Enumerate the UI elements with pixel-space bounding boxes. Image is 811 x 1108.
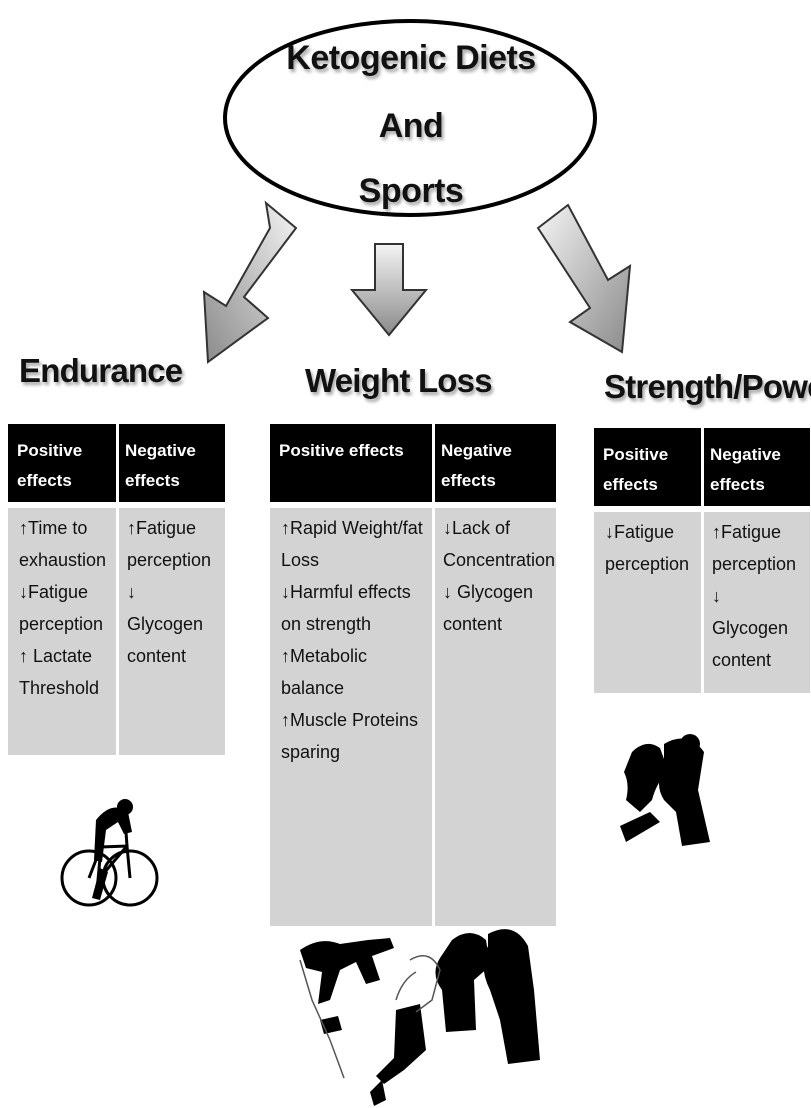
endurance-col-divider [116,424,119,755]
title-line-3: Sports [358,172,464,210]
effect-item: ↑Muscle Proteins sparing [281,704,423,768]
effect-item: ↑ Lactate Threshold [19,640,107,704]
effect-text: Time to exhaustion [19,518,107,570]
endurance-positive-cell: ↑Time to exhaustion↓Fatigue perception↑ … [8,502,116,755]
title-ellipse [223,19,597,217]
weight-loss-col-divider [432,424,435,926]
effect-text: Glycogen content [712,618,789,670]
effect-item: ↑Metabolic balance [281,640,423,704]
effect-text: Fatigue perception [605,522,690,574]
effect-item: ↑Rapid Weight/fat Loss [281,512,423,576]
effect-text: Harmful effects on strength [281,582,411,634]
down-arrow-icon: ↓ [605,522,614,542]
endurance-table: Positive effects Negative effects ↑Time … [8,424,225,755]
weight-loss-negative-cell: ↓Lack of Concentration↓ Glycogen content [432,502,556,926]
effect-item: ↓Lack of Concentration [443,512,555,576]
arrow-to-strength-power [536,203,632,354]
weight-loss-heading: Weight Loss [305,362,493,399]
down-arrow-icon: ↓ [281,582,290,602]
effect-text: Muscle Proteins sparing [281,710,419,762]
effect-text: Lack of Concentration [443,518,556,570]
down-arrow-icon: ↓ [443,518,452,538]
strength-power-positive-cell: ↓Fatigue perception [594,506,701,693]
effect-text: Rapid Weight/fat Loss [281,518,423,570]
effect-item: ↑Fatigue perception [127,512,216,576]
weight-loss-negative-header: Negative effects [432,424,556,502]
cyclist-icon [60,799,159,907]
weight-loss-row-divider [270,502,556,508]
strength-power-heading: Strength/Power [604,368,811,405]
endurance-negative-header: Negative effects [116,424,225,502]
effect-item: ↑Time to exhaustion [19,512,107,576]
effect-item: ↓ Glycogen content [443,576,547,640]
effect-text: Glycogen content [443,582,534,634]
effect-text: Fatigue perception [127,518,212,570]
strength-power-negative-header: Negative effects [701,428,810,506]
up-arrow-icon: ↑ [281,710,290,730]
up-arrow-icon: ↑ [19,646,28,666]
title-line-2: And [378,107,444,145]
strength-power-positive-header: Positive effects [594,428,701,506]
boxers-icon [620,734,710,846]
down-arrow-icon: ↓ [19,582,28,602]
effect-item: ↑Fatigue perception [712,516,801,580]
weight-loss-positive-cell: ↑Rapid Weight/fat Loss↓Harmful effects o… [270,502,432,926]
effect-item: ↓ Glycogen content [712,580,801,676]
weight-loss-table: Positive effects Negative effects ↑Rapid… [270,424,556,926]
weight-loss-positive-header: Positive effects [270,424,432,502]
up-arrow-icon: ↑ [127,518,136,538]
effect-text: Lactate Threshold [19,646,100,698]
endurance-positive-header: Positive effects [8,424,116,502]
up-arrow-icon: ↑ [281,646,290,666]
effect-text: Fatigue perception [19,582,104,634]
effect-item: ↓Fatigue perception [19,576,107,640]
effect-text: Fatigue perception [712,522,797,574]
effect-item: ↓Harmful effects on strength [281,576,423,640]
down-arrow-icon: ↓ [127,582,136,602]
combat-sports-icon [299,929,540,1106]
endurance-negative-cell: ↑Fatigue perception↓ Glycogen content [116,502,225,755]
effect-text: Metabolic balance [281,646,368,698]
up-arrow-icon: ↑ [712,522,721,542]
arrow-to-weight-loss [349,243,429,337]
strength-power-table: Positive effects Negative effects ↓Fatig… [594,428,810,693]
strength-power-negative-cell: ↑Fatigue perception↓ Glycogen content [701,506,810,693]
endurance-heading: Endurance [19,352,183,389]
effect-text: Glycogen content [127,614,204,666]
strength-power-col-divider [701,428,704,693]
down-arrow-icon: ↓ [443,582,452,602]
down-arrow-icon: ↓ [712,586,721,606]
up-arrow-icon: ↑ [19,518,28,538]
effect-item: ↓ Glycogen content [127,576,216,672]
effect-item: ↓Fatigue perception [605,516,692,580]
title-line-1: Ketogenic Diets [286,39,536,77]
arrow-to-endurance [202,200,298,364]
up-arrow-icon: ↑ [281,518,290,538]
